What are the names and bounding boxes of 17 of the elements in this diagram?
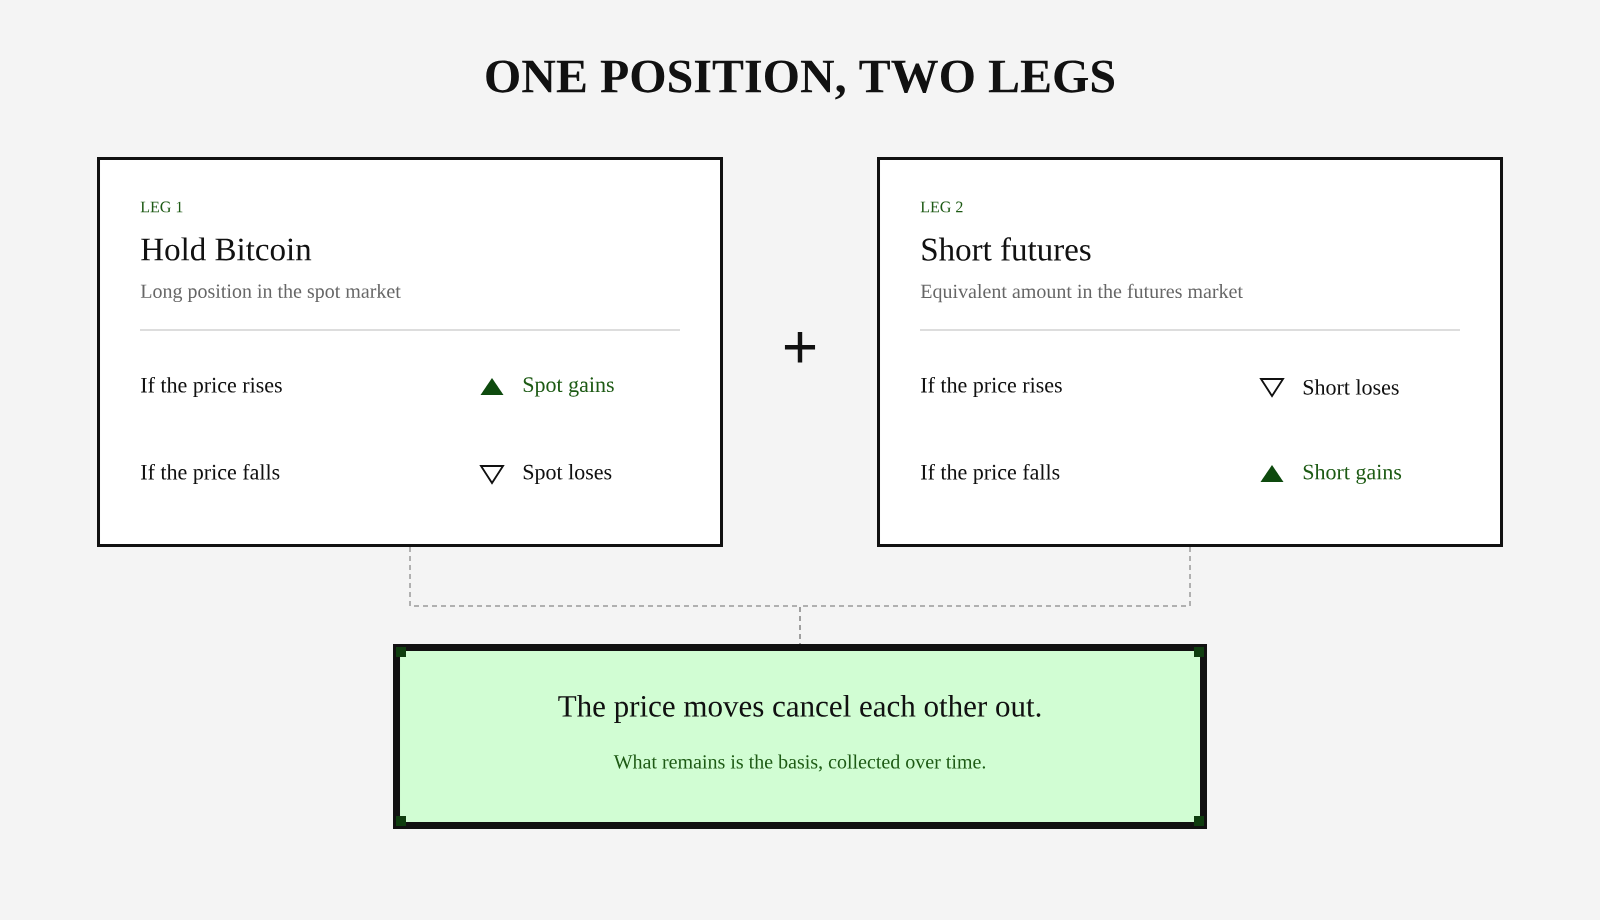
condition-text: If the price falls <box>921 463 1060 485</box>
card-heading: Short futures <box>922 237 1091 261</box>
eyebrow-label: LEG 2 <box>920 201 963 213</box>
outcome-text: Short gains <box>1303 464 1402 484</box>
condition-text: If the price rises <box>921 376 1062 398</box>
outcome-text: Spot loses <box>523 464 612 484</box>
plus-sign: + <box>784 332 816 363</box>
dashed-connector <box>799 546 1191 645</box>
eyebrow-label: LEG 1 <box>140 201 183 213</box>
condition-text: If the price falls <box>141 463 280 485</box>
outcome-text: Short loses <box>1303 379 1399 395</box>
card-heading: Hold Bitcoin <box>141 237 312 261</box>
condition-text: If the price rises <box>141 376 282 398</box>
title: ONE POSITION, TWO LEGS <box>486 60 1115 100</box>
card-subtitle: Equivalent amount in the futures market <box>920 283 1243 303</box>
outcome-text: Spot gains <box>523 377 614 397</box>
card-subtitle: Long position in the spot market <box>140 283 401 303</box>
